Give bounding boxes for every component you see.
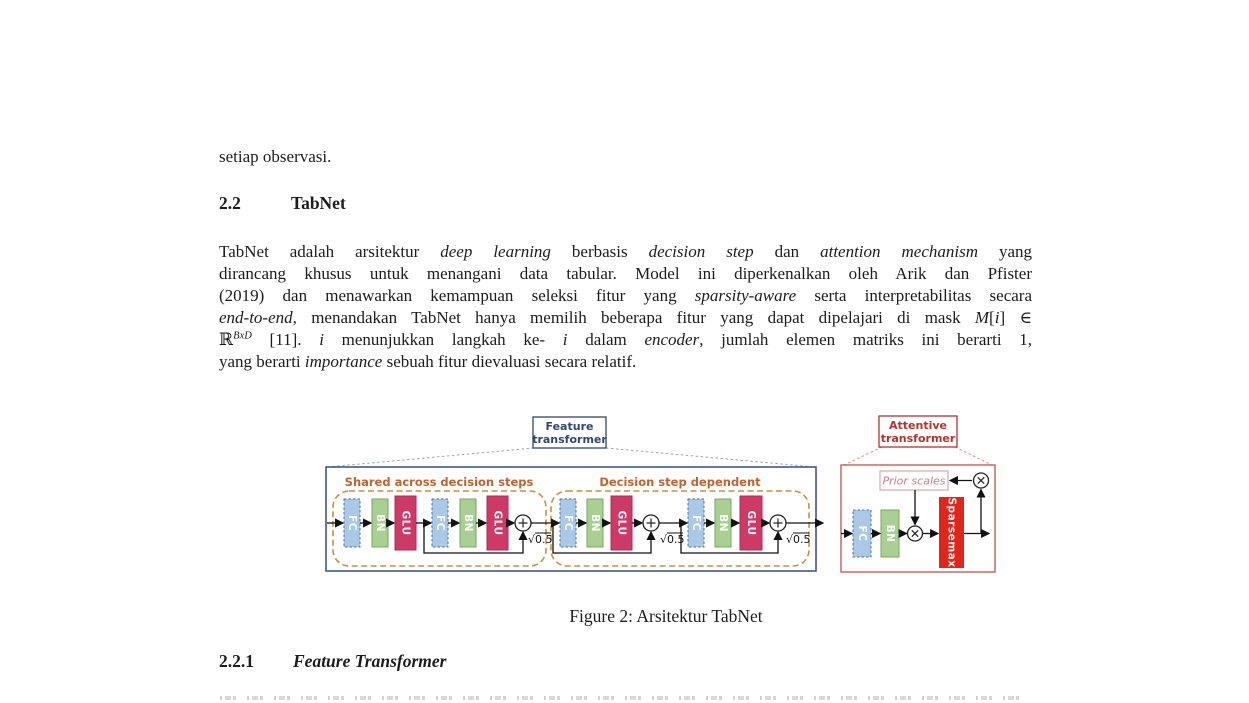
svg-text:GLU: GLU (616, 511, 628, 536)
feature-callout-line-right (605, 447, 816, 468)
paragraph-line: (2019) dan menawarkan kemampuan seleksi … (219, 286, 1032, 305)
bn-block: BN (371, 498, 389, 548)
svg-text:√0.5: √0.5 (786, 533, 811, 546)
glu-block: GLU (739, 495, 763, 551)
bn-block: BN (586, 498, 604, 548)
svg-text:FC: FC (690, 515, 702, 531)
svg-text:FC: FC (434, 515, 446, 531)
paragraph-line: end-to-end, menandakan TabNet hanya memi… (219, 308, 1032, 327)
svg-text:√0.5: √0.5 (528, 533, 553, 546)
glu-block: GLU (486, 495, 509, 551)
figure-caption: Figure 2: Arsitektur TabNet (569, 606, 763, 626)
section-title: TabNet (291, 193, 346, 213)
svg-text:BN: BN (717, 514, 729, 532)
shared-group-box (332, 490, 547, 567)
svg-text:BN: BN (589, 514, 601, 532)
svg-text:BN: BN (374, 514, 386, 532)
subsection-title: Feature Transformer (293, 651, 447, 671)
paragraph-fragment: setiap observasi. (219, 147, 332, 166)
svg-text:√0.5: √0.5 (660, 533, 685, 546)
svg-text:Sparsemax: Sparsemax (946, 497, 958, 567)
times-circle-icon (906, 525, 924, 542)
svg-text:transformer: transformer (532, 433, 607, 446)
fc-block: FC (687, 498, 705, 548)
clipped-text-line (220, 696, 1030, 700)
fc-block: FC (559, 498, 577, 548)
plus-circle-icon (769, 514, 787, 532)
svg-text:FC: FC (856, 526, 868, 542)
paragraph-line: ℝBxD [11]. i menunjukkan langkah ke- i d… (219, 330, 1032, 349)
prior-scales-box: Prior scales (879, 470, 949, 491)
plus-circle-icon (642, 514, 660, 532)
figure-tabnet-architecture: Feature transformer Attentive transforme… (318, 408, 1014, 580)
fc-block: FC (343, 498, 361, 548)
sparsemax-block: Sparsemax (939, 497, 964, 568)
glu-block: GLU (610, 495, 633, 551)
sqrt-half-label: √0.5 (528, 532, 553, 546)
section-number: 2.2 (219, 193, 241, 213)
residual-wire (423, 523, 528, 554)
subsection-heading: 2.2.1 Feature Transformer (219, 651, 446, 672)
paragraph-line: yang berarti importance sebuah fitur die… (219, 352, 637, 371)
bn-block: BN (714, 498, 732, 548)
shared-group-title: Shared across decision steps (345, 475, 534, 489)
svg-text:Attentive: Attentive (889, 419, 947, 432)
svg-text:FC: FC (562, 515, 574, 531)
residual-wire (552, 523, 656, 554)
svg-text:GLU: GLU (400, 511, 412, 536)
glu-block: GLU (394, 495, 417, 551)
attentive-transformer-label: Attentive transformer (878, 415, 958, 448)
dependent-group-title: Decision step dependent (599, 475, 761, 489)
sqrt-half-label: √0.5 (786, 532, 811, 546)
fc-block: FC (431, 498, 449, 548)
svg-text:GLU: GLU (745, 511, 757, 536)
section-heading: 2.2 TabNet (219, 193, 346, 214)
svg-text:BN: BN (884, 525, 896, 543)
svg-text:GLU: GLU (492, 511, 504, 536)
feature-transformer-label: Feature transformer (532, 416, 607, 449)
paragraph-line: TabNet adalah arsitektur deep learning b… (219, 242, 1032, 261)
body-paragraph: TabNet adalah arsitektur deep learning b… (219, 241, 1032, 373)
bn-block: BN (880, 509, 900, 558)
svg-text:FC: FC (346, 515, 358, 531)
attentive-callout-line-right (954, 446, 995, 467)
svg-text:Feature: Feature (546, 420, 594, 433)
feature-callout-line-left (326, 447, 535, 468)
paragraph-line: dirancang khusus untuk menangani data ta… (219, 264, 1032, 283)
svg-text:BN: BN (462, 514, 474, 532)
times-circle-icon (972, 472, 990, 489)
attentive-callout-line-left (841, 446, 883, 467)
svg-text:transformer: transformer (881, 432, 956, 445)
sqrt-half-label: √0.5 (660, 532, 685, 546)
subsection-number: 2.2.1 (219, 651, 254, 671)
residual-wire (680, 523, 783, 554)
fc-block: FC (852, 509, 872, 558)
dependent-group-box (550, 490, 810, 567)
plus-circle-icon (514, 514, 532, 532)
bn-block: BN (459, 498, 477, 548)
svg-text:Prior scales: Prior scales (882, 475, 945, 488)
